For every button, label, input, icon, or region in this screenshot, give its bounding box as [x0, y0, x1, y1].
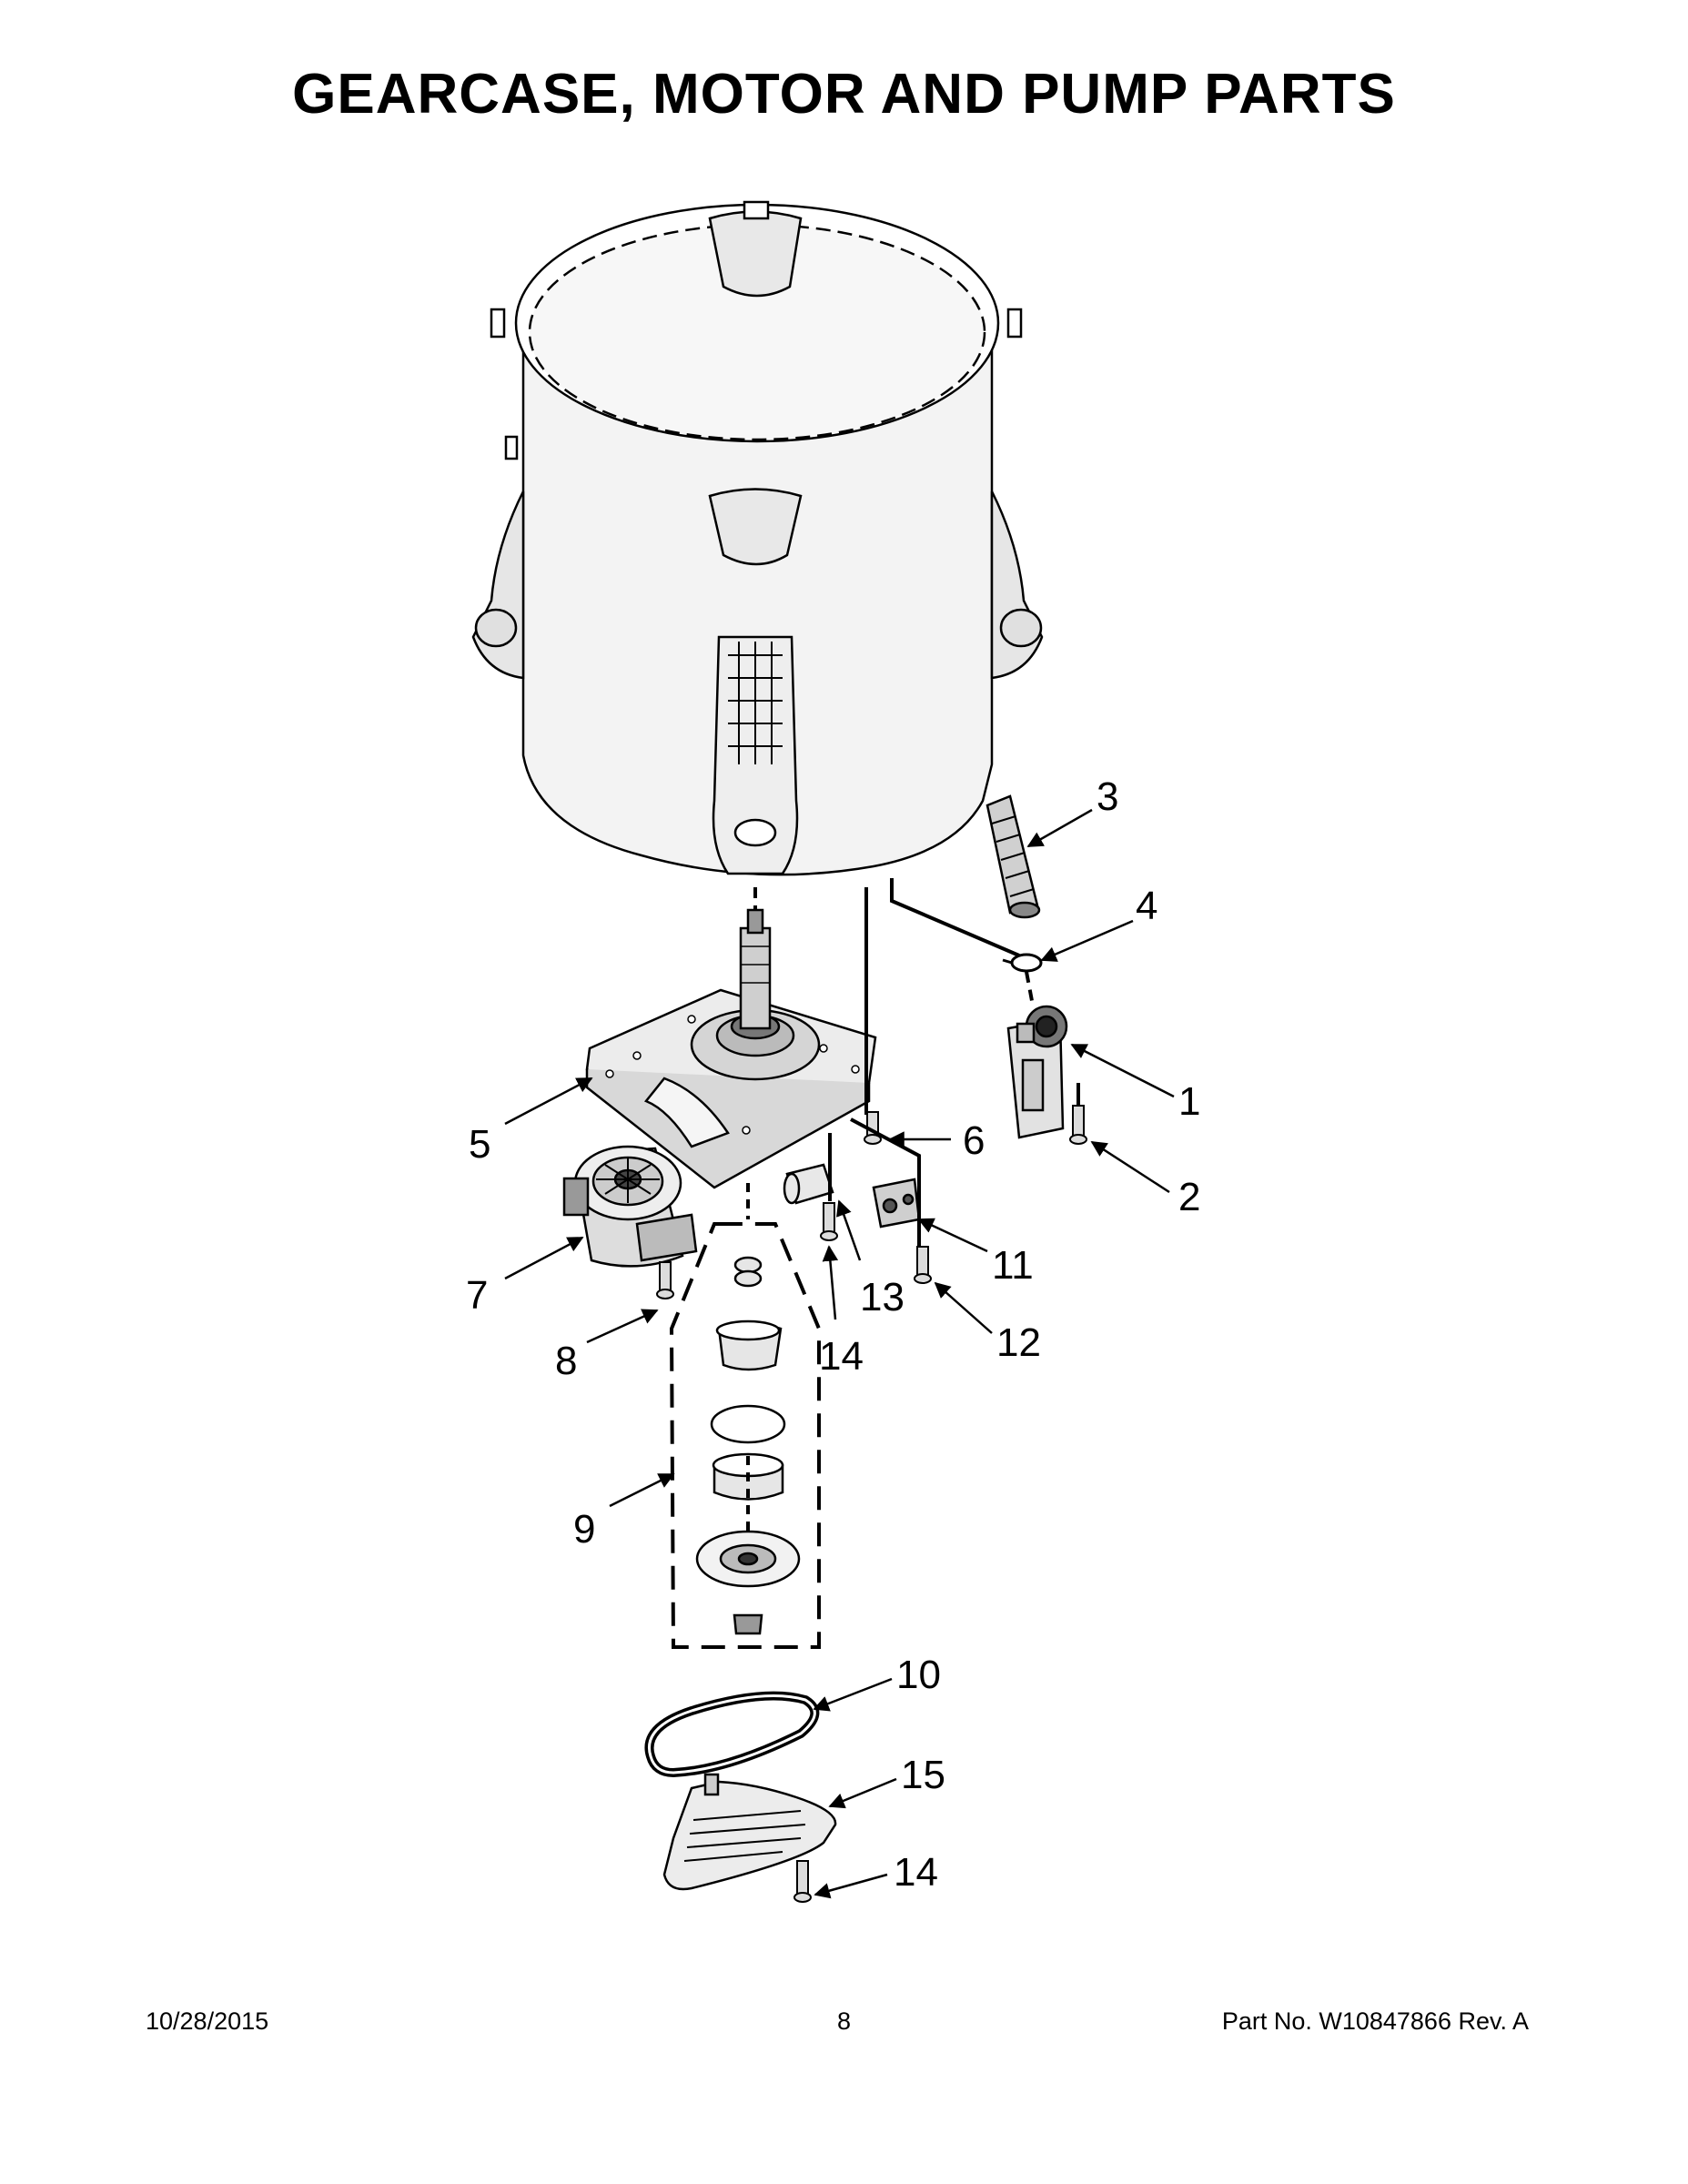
callout-11: 11 [992, 1243, 1034, 1288]
callout-5: 5 [469, 1122, 490, 1167]
leader-14-lower [814, 1873, 888, 1899]
callout-13: 13 [860, 1275, 905, 1320]
callout-6: 6 [963, 1118, 985, 1163]
pulley-parts [695, 1256, 801, 1635]
outer-tub [471, 200, 1044, 876]
drain-hose [986, 794, 1041, 919]
leader-15 [828, 1777, 897, 1809]
callout-4: 4 [1136, 884, 1157, 928]
leader-7 [504, 1236, 584, 1280]
capacitor [783, 1163, 834, 1205]
connector-lines [746, 878, 1080, 1538]
footer-page-number: 8 [836, 2007, 852, 2035]
screws [656, 1105, 1087, 1903]
callout-10: 10 [896, 1653, 941, 1697]
leader-5 [504, 1077, 593, 1126]
leader-2 [1090, 1140, 1170, 1194]
drive-belt [644, 1691, 820, 1778]
leader-14-upper [822, 1245, 839, 1320]
callout-9: 9 [573, 1507, 595, 1552]
leader-11 [917, 1218, 988, 1253]
leader-10 [813, 1677, 893, 1712]
callout-15: 15 [901, 1753, 945, 1797]
screw-2 [1069, 1105, 1087, 1145]
screw-14-upper [820, 1202, 838, 1241]
callout-3: 3 [1097, 774, 1118, 819]
leader-3 [1026, 808, 1093, 848]
callout-2: 2 [1178, 1175, 1200, 1219]
footer-part-number: Part No. W10847866 Rev. A [1221, 2007, 1529, 2035]
hose-clamp [1002, 953, 1043, 973]
leader-4 [1040, 919, 1134, 962]
callout-12: 12 [996, 1320, 1041, 1365]
screw-8 [656, 1261, 674, 1299]
pulley-assembly [669, 1222, 821, 1649]
callout-8: 8 [555, 1339, 577, 1383]
pump [1006, 1005, 1068, 1139]
callout-7: 7 [466, 1273, 488, 1318]
leader-8 [586, 1309, 659, 1344]
page-title: GEARCASE, MOTOR AND PUMP PARTS [292, 63, 1396, 126]
leader-9 [609, 1472, 675, 1508]
motor [562, 1145, 698, 1268]
callout-labels: 3 4 1 2 6 5 7 8 9 11 12 13 14 10 15 14 [466, 774, 1200, 1895]
gearcase-plate [585, 908, 877, 1189]
leader-12 [934, 1281, 993, 1334]
leader-13 [836, 1199, 862, 1261]
callout-14-lower: 14 [894, 1850, 938, 1895]
callout-14-upper: 14 [819, 1334, 864, 1379]
screw-12 [914, 1246, 932, 1284]
switch [872, 1178, 921, 1228]
footer-date: 10/28/2015 [146, 2007, 269, 2035]
leader-arrows [504, 808, 1175, 1899]
callout-1: 1 [1178, 1079, 1200, 1124]
leader-1 [1070, 1043, 1175, 1098]
screw-14-lower [793, 1860, 812, 1903]
belt-shield [662, 1773, 837, 1891]
